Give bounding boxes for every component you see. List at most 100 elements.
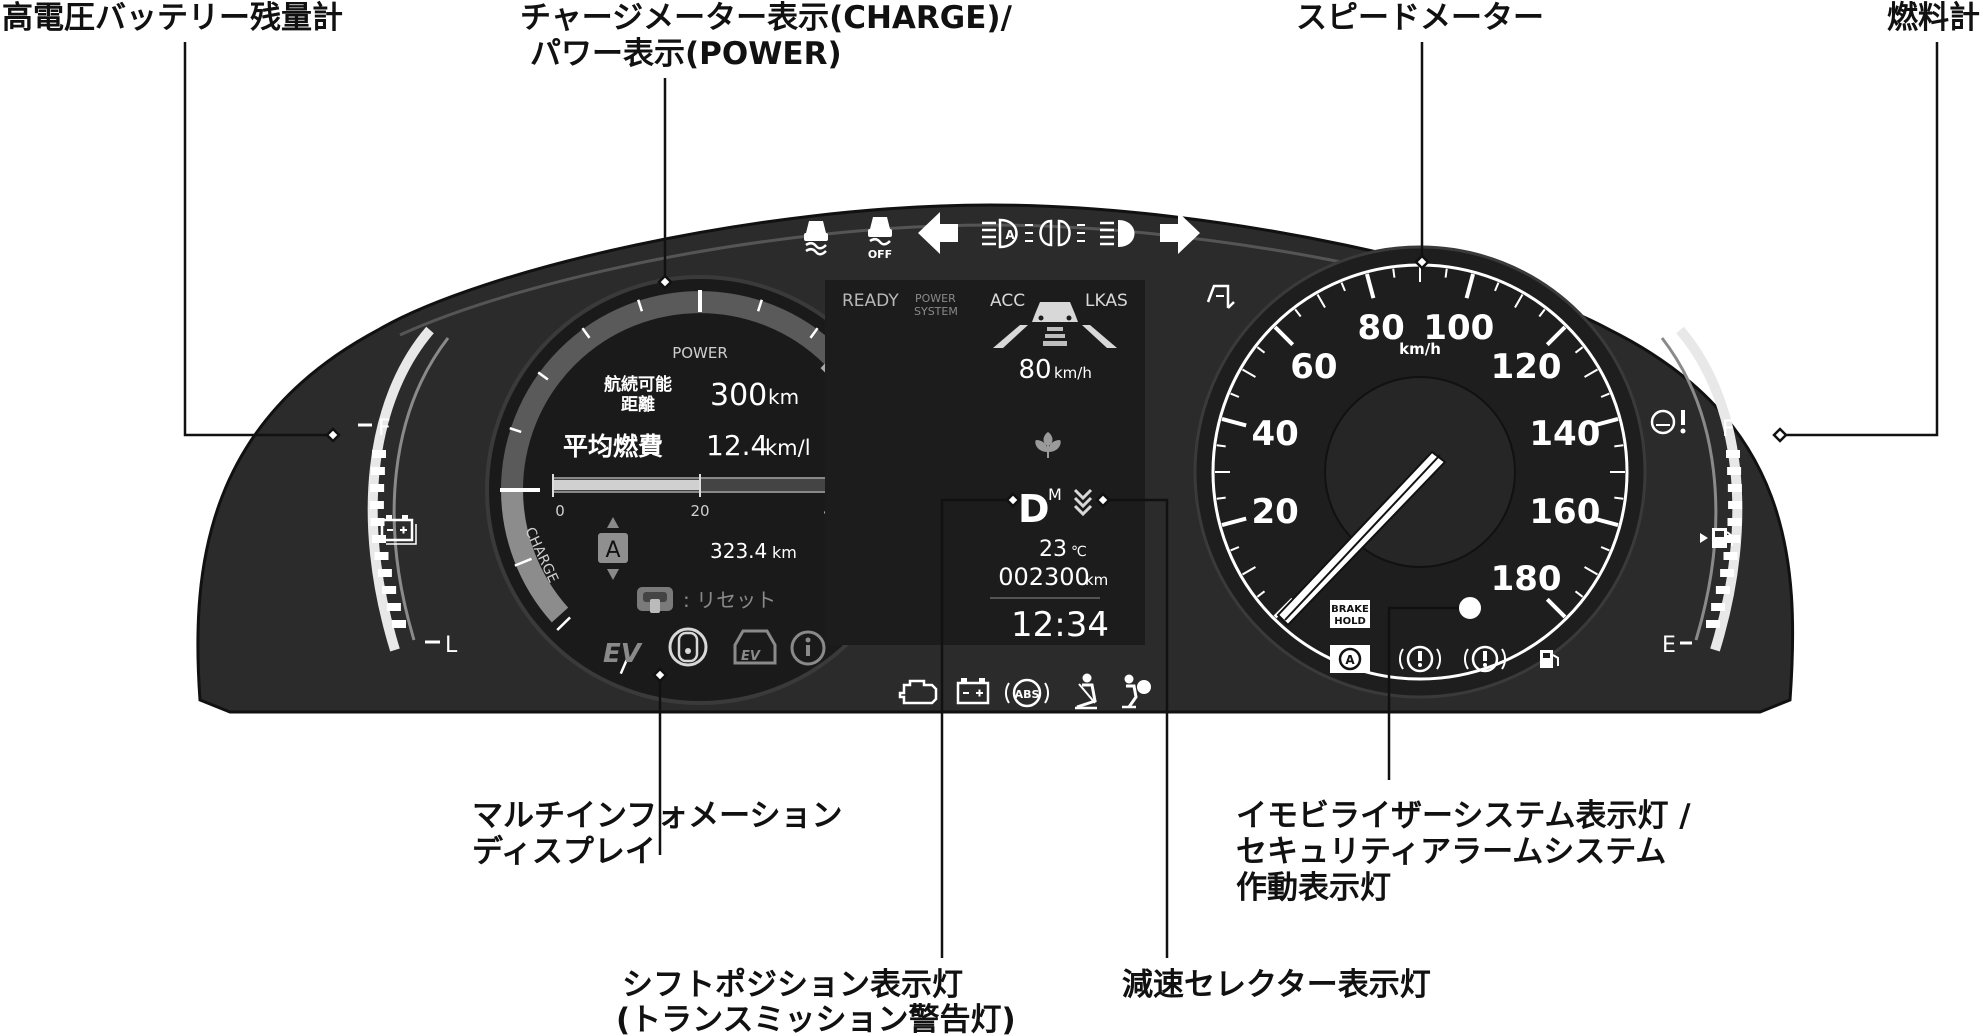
top-indicator-row: OFF A xyxy=(804,212,1200,261)
speed-tick xyxy=(1241,368,1256,378)
speed-label: 140 xyxy=(1529,414,1600,454)
power-tick xyxy=(581,327,591,339)
speed-unit: km/h xyxy=(1399,340,1441,358)
trip-up-arrow-icon xyxy=(607,517,619,528)
speed-label: 60 xyxy=(1290,347,1337,387)
callout-mid-line1: マルチインフォメーション xyxy=(472,798,842,834)
svg-text:A: A xyxy=(1005,228,1015,242)
charge-tick xyxy=(514,557,532,567)
lane-lines-icon xyxy=(993,325,1117,348)
speed-tick xyxy=(1514,293,1524,308)
speed-tick xyxy=(1230,546,1240,552)
hv-battery-segment xyxy=(372,450,386,458)
callout-immobilizer-line2: セキュリティアラームシステム xyxy=(1236,834,1666,870)
right-turn-signal-icon xyxy=(1160,212,1200,254)
power-tick xyxy=(537,371,549,381)
speed-tick xyxy=(1614,496,1624,500)
fuel-gauge: F E xyxy=(1650,326,1756,658)
hv-battery-segment xyxy=(369,501,384,509)
leader-markers xyxy=(325,254,1788,683)
speed-tick xyxy=(1614,444,1624,448)
brake-hold-icon xyxy=(1330,600,1370,628)
speed-tick xyxy=(1216,444,1226,448)
vsa-off-icon: OFF xyxy=(868,217,892,261)
acc-set-speed-unit: km/h xyxy=(1054,364,1092,382)
seatbelt-reminder-icon xyxy=(1075,673,1097,710)
speed-tick xyxy=(1241,566,1256,576)
hv-gauge-full-label: F xyxy=(378,416,391,441)
fuel-segment xyxy=(1727,467,1742,475)
trip-value: 323.4 xyxy=(710,539,767,563)
lkas-indicator: LKAS xyxy=(1085,291,1128,311)
abs-icon: ABS xyxy=(1004,678,1050,708)
speedometer-needle xyxy=(1276,450,1447,627)
hv-battery-segment xyxy=(370,467,385,475)
range-unit: km xyxy=(768,385,799,409)
hv-battery-segment xyxy=(386,603,401,611)
speed-tick xyxy=(1464,273,1475,299)
speed-label: 20 xyxy=(1251,492,1298,532)
speed-tick xyxy=(1294,308,1302,318)
tpms-warning-icon xyxy=(1650,409,1686,435)
callout-speedometer: スピードメーター xyxy=(1296,0,1544,36)
reset-text: : リセット xyxy=(683,588,776,612)
speed-tick xyxy=(1365,273,1376,299)
hv-battery-segment xyxy=(392,620,406,628)
auto-high-beam-icon: A xyxy=(982,218,1018,249)
fuel-segment xyxy=(1720,569,1735,577)
hv-battery-segment xyxy=(372,535,386,543)
ready-indicator: READY xyxy=(842,291,899,311)
vehicle-settings-icon xyxy=(668,627,708,667)
charge-tick xyxy=(619,656,630,675)
electric-parking-brake-warning-icon xyxy=(1463,645,1507,673)
immobilizer-marker xyxy=(1459,597,1481,619)
abs-icon-text: ABS xyxy=(1015,688,1040,701)
fuel-full-label: F xyxy=(1722,417,1735,442)
leader-lines xyxy=(183,42,1939,958)
hv-battery-gauge: F L xyxy=(358,326,458,658)
fuel-empty-label: E xyxy=(1662,633,1676,658)
steering-switch-icon xyxy=(637,587,673,613)
fuel-segment xyxy=(1723,552,1738,560)
power-tick xyxy=(756,299,763,312)
clock: 12:34 xyxy=(1011,605,1109,645)
speed-tick xyxy=(1216,496,1226,500)
center-display: READY POWER SYSTEM ACC LKAS 80 km/h D M xyxy=(842,291,1128,645)
low-fuel-icon xyxy=(1540,650,1559,668)
bar-scale-20: 20 xyxy=(690,502,709,520)
ev-car-icon-text: EV xyxy=(741,649,761,664)
svg-text:OFF: OFF xyxy=(868,248,892,261)
speed-tick xyxy=(1392,268,1396,278)
fog-light-icon xyxy=(1025,219,1085,247)
fuel-segment xyxy=(1727,484,1742,492)
callout-charge-meter-line1: チャージメーター表示(CHARGE)/ xyxy=(520,0,1013,36)
speed-tick xyxy=(1221,516,1247,527)
brake-hold-line1: BRAKE xyxy=(1331,604,1369,615)
speed-tick xyxy=(1230,392,1240,398)
speed-tick xyxy=(1256,346,1266,354)
fuel-segment xyxy=(1726,450,1740,458)
speed-tick xyxy=(1584,368,1599,378)
fuel-economy-bar-fill xyxy=(553,480,699,490)
shift-position-indicator: D xyxy=(1018,487,1050,531)
callout-immobilizer-line3: 作動表示灯 xyxy=(1236,870,1391,906)
srs-airbag-icon xyxy=(1122,674,1151,709)
brake-warning-icon xyxy=(1398,645,1442,673)
range-value: 300 xyxy=(710,378,767,413)
vsa-icon xyxy=(804,221,828,256)
speed-tick xyxy=(1221,417,1247,428)
range-label-line1: 航続可能 xyxy=(604,374,672,395)
left-turn-signal-icon xyxy=(918,212,958,254)
range-label-line2: 距離 xyxy=(621,394,655,415)
charging-system-icon xyxy=(956,678,990,705)
speed-tick xyxy=(1574,590,1584,598)
speed-tick xyxy=(1600,546,1610,552)
trip-letter: A xyxy=(605,538,620,563)
door-open-icon xyxy=(1206,284,1235,309)
speed-tick xyxy=(1593,417,1619,428)
power-tick xyxy=(809,327,819,339)
outside-temperature: 23 xyxy=(1039,537,1067,562)
check-engine-icon xyxy=(898,679,938,705)
